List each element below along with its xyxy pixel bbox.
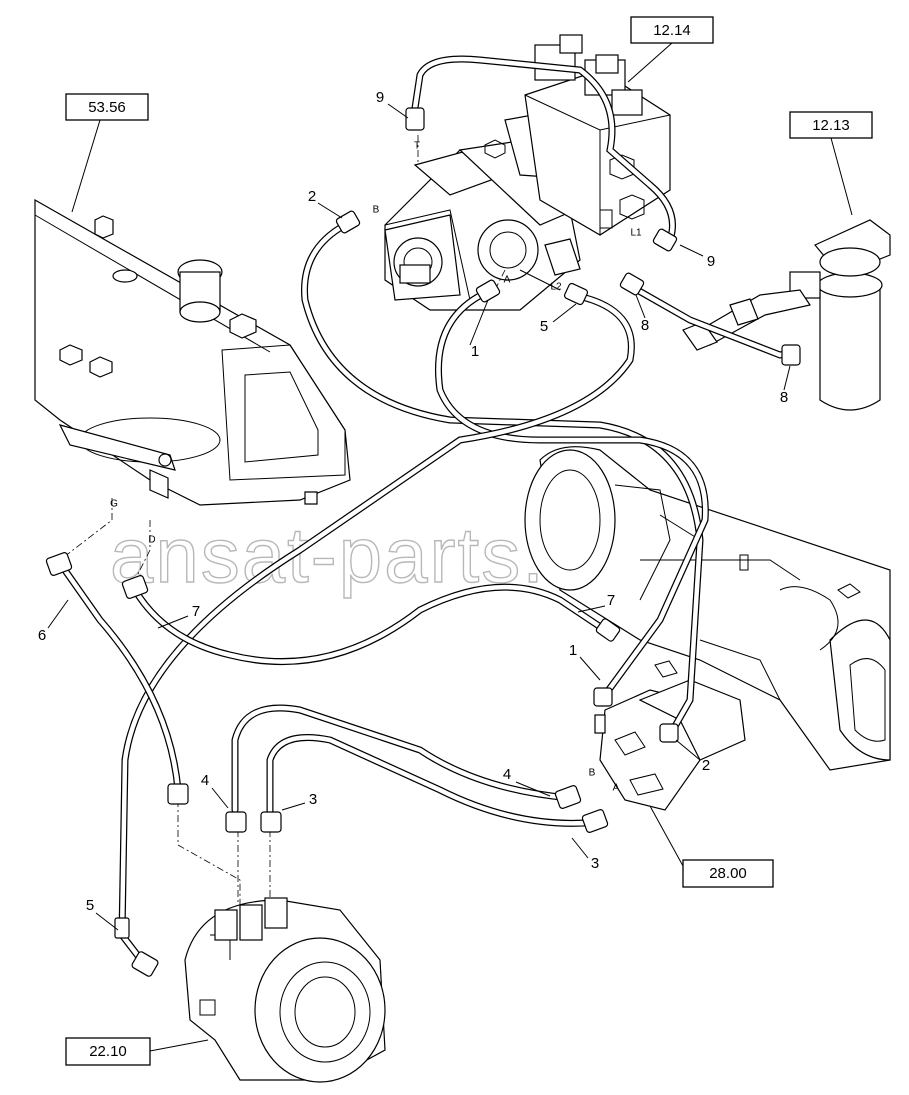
callout-9: 9 bbox=[376, 89, 384, 106]
callout-7: 7 bbox=[192, 603, 200, 620]
port-labels: T B A L1 L2 B A G D bbox=[110, 141, 642, 794]
ref-label-28-00: 28.00 bbox=[709, 865, 747, 882]
port-g-label: G bbox=[110, 499, 118, 510]
callout-2: 2 bbox=[308, 188, 316, 205]
port-t-label: T bbox=[414, 141, 420, 152]
ref-label-22-10: 22.10 bbox=[89, 1043, 127, 1060]
callout-6: 6 bbox=[38, 627, 46, 644]
port-b-label: B bbox=[373, 205, 380, 216]
drive-axle bbox=[524, 446, 891, 771]
hoses bbox=[58, 55, 796, 969]
engine-block bbox=[34, 198, 351, 506]
callout-1: 1 bbox=[471, 343, 479, 360]
control-valve-block bbox=[524, 34, 671, 236]
port-b-valve-label: B bbox=[589, 768, 596, 779]
callout-7: 7 bbox=[607, 592, 615, 609]
callout-3: 3 bbox=[591, 855, 599, 872]
ref-label-53-56: 53.56 bbox=[88, 99, 126, 116]
ref-label-12-13: 12.13 bbox=[812, 117, 850, 134]
port-l2-label: L2 bbox=[550, 282, 562, 293]
ref-box-12-13: 12.13 bbox=[789, 111, 873, 216]
callout-2: 2 bbox=[702, 757, 710, 774]
port-l1-label: L1 bbox=[630, 228, 642, 239]
callouts: 9 9 2 1 5 8 8 6 7 7 1 2 4 3 4 3 5 bbox=[38, 89, 791, 931]
callout-4: 4 bbox=[503, 766, 511, 783]
ref-box-12-14: 12.14 bbox=[627, 16, 714, 83]
callout-5: 5 bbox=[540, 318, 548, 335]
callout-4: 4 bbox=[201, 772, 209, 789]
wheel-motor bbox=[184, 897, 386, 1083]
ref-label-12-14: 12.14 bbox=[653, 22, 691, 39]
callout-8: 8 bbox=[780, 389, 788, 406]
ref-box-22-10: 22.10 bbox=[65, 1037, 209, 1066]
ref-box-53-56: 53.56 bbox=[65, 93, 149, 213]
connection-guides bbox=[59, 135, 506, 905]
callout-9: 9 bbox=[707, 253, 715, 270]
hydraulic-filter bbox=[682, 219, 891, 411]
hose-fittings bbox=[45, 107, 801, 977]
ref-box-28-00: 28.00 bbox=[649, 805, 774, 888]
callout-8: 8 bbox=[641, 317, 649, 334]
callout-1: 1 bbox=[569, 642, 577, 659]
port-d-label: D bbox=[148, 535, 155, 546]
port-a-label: A bbox=[504, 275, 511, 286]
port-a-valve-label: A bbox=[613, 783, 620, 794]
hydraulic-pump bbox=[384, 109, 601, 311]
callout-5: 5 bbox=[86, 897, 94, 914]
callout-3: 3 bbox=[309, 791, 317, 808]
